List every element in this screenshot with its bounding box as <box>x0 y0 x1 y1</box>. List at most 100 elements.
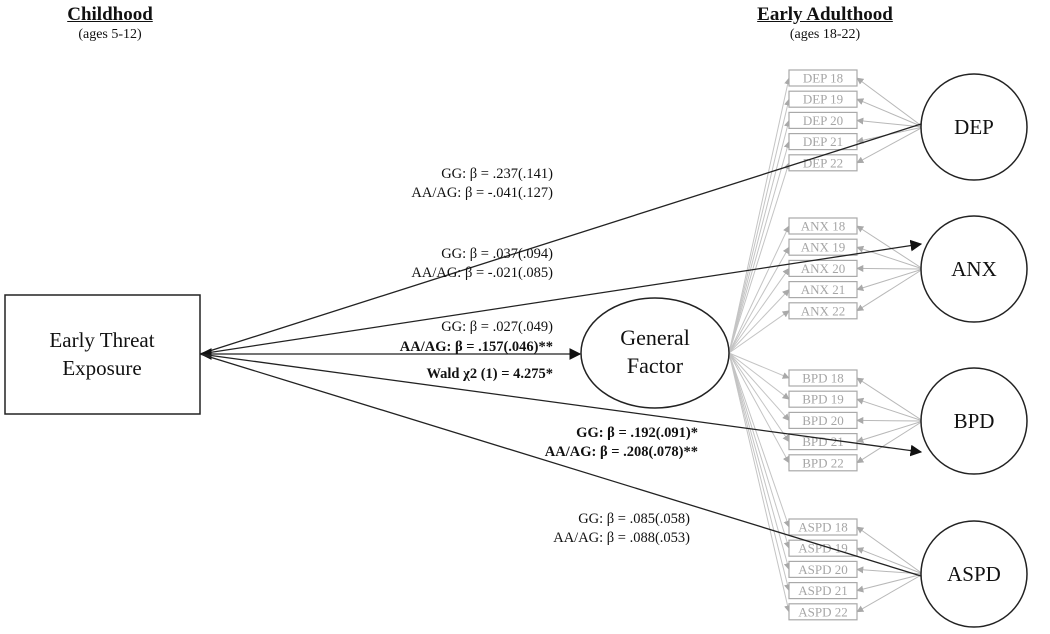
path-to-dep <box>199 123 922 355</box>
adulthood-subtitle: (ages 18-22) <box>789 27 861 42</box>
indicator-label: ANX 18 <box>801 219 845 234</box>
general-loading-dep-5 <box>728 162 791 354</box>
indicator-label: DEP 20 <box>803 113 843 128</box>
predictor-box <box>4 294 201 415</box>
general-loading-anx-2 <box>728 246 790 354</box>
dep-loading-3 <box>856 117 924 128</box>
indicator-box <box>788 603 858 621</box>
bpd-factor-label: BPD <box>954 409 995 433</box>
indicator-box <box>788 390 858 408</box>
general-loading-dep-2 <box>728 98 791 354</box>
specific-factor-loadings <box>856 77 924 613</box>
dep-factor-circle <box>920 73 1028 181</box>
indicator-box <box>788 133 858 151</box>
indicator-box <box>788 560 858 579</box>
aspd-loading-4 <box>856 573 924 593</box>
bpd-loading-1 <box>856 377 924 422</box>
childhood-title: Childhood <box>67 4 153 25</box>
indicator-label: DEP 19 <box>803 92 843 107</box>
general-loading-anx-3 <box>728 267 790 354</box>
anx-loading-4 <box>856 268 924 292</box>
general-loading-aspd-5 <box>728 352 791 613</box>
childhood-subtitle: (ages 5-12) <box>78 27 142 42</box>
general-wald-test: Wald χ2 (1) = 4.275* <box>426 366 553 382</box>
indicator-label: ANX 20 <box>801 261 845 276</box>
indicator-label: ANX 21 <box>801 282 845 297</box>
anx-loading-5 <box>856 268 924 312</box>
indicator-label: DEP 21 <box>803 134 843 149</box>
general-loading-bpd-2 <box>728 352 790 400</box>
indicator-box <box>788 238 858 256</box>
dep-gg-coef: GG: β = .237(.141) <box>441 166 553 182</box>
structural-paths <box>199 123 923 577</box>
general-factor-label-line2: Factor <box>627 353 684 378</box>
aspd-factor-circle <box>920 520 1028 628</box>
indicator-label: BPD 20 <box>802 413 844 428</box>
general-loading-aspd-1 <box>728 352 791 528</box>
indicator-box <box>788 454 858 472</box>
indicator-label: ASPD 19 <box>798 541 848 556</box>
indicator-label: ASPD 22 <box>798 604 848 619</box>
bpd-loading-4 <box>856 420 924 444</box>
aspd-factor-label: ASPD <box>947 562 1001 586</box>
general-loading-bpd-1 <box>728 352 790 379</box>
predictor-node: Early Threat Exposure <box>4 294 201 415</box>
general-loading-anx-4 <box>728 289 790 354</box>
indicator-label: ASPD 21 <box>798 583 848 598</box>
indicator-boxes: DEP 18 DEP 19 DEP 20 DEP 21 DEP 22 ANX 18 ANX … <box>788 69 858 621</box>
general-aa-coef: AA/AG: β = .157(.046)** <box>400 339 553 355</box>
indicator-box <box>788 581 858 600</box>
bpd-loading-3 <box>856 416 924 424</box>
general-loading-bpd-3 <box>728 352 790 421</box>
bpd-factor-circle <box>920 367 1028 475</box>
general-loading-aspd-4 <box>728 352 791 592</box>
indicator-label: DEP 22 <box>803 155 843 170</box>
general-loading-dep-4 <box>728 140 791 354</box>
path-to-aspd <box>199 353 922 577</box>
anx-aa-coef: AA/AG: β = -.021(.085) <box>411 265 553 281</box>
predictor-label-line1: Early Threat <box>49 328 154 352</box>
general-factor-ellipse <box>580 297 730 409</box>
anx-gg-coef: GG: β = .037(.094) <box>441 246 553 262</box>
general-loading-anx-1 <box>728 225 790 354</box>
indicator-label: BPD 19 <box>802 392 844 407</box>
indicator-box <box>788 411 858 429</box>
anx-loading-2 <box>856 245 924 270</box>
indicator-label: ASPD 20 <box>798 562 848 577</box>
dep-loading-5 <box>856 126 924 164</box>
aspd-loading-5 <box>856 573 924 613</box>
indicator-label: BPD 22 <box>802 455 844 470</box>
anx-factor-circle <box>920 215 1028 323</box>
bpd-loading-2 <box>856 397 924 422</box>
indicator-box <box>788 518 858 536</box>
indicator-label: BPD 18 <box>802 371 844 386</box>
aspd-gg-coef: GG: β = .085(.058) <box>578 511 690 527</box>
general-loading-anx-5 <box>728 310 790 354</box>
dep-factor-label: DEP <box>954 115 994 139</box>
general-factor-label-line1: General <box>620 325 690 350</box>
indicator-box <box>788 90 858 108</box>
indicator-label: DEP 18 <box>803 71 843 86</box>
indicator-box <box>788 539 858 557</box>
general-loading-dep-3 <box>728 119 791 354</box>
indicator-label: ANX 19 <box>801 240 845 255</box>
dep-loading-2 <box>856 98 924 128</box>
aspd-aa-coef: AA/AG: β = .088(.053) <box>553 530 690 546</box>
path-coefficients: GG: β = .237(.141) AA/AG: β = -.041(.127… <box>400 166 698 546</box>
indicator-box <box>788 217 858 235</box>
indicator-box <box>788 433 858 451</box>
bpd-loading-5 <box>856 420 924 464</box>
indicator-label: ASPD 18 <box>798 520 848 535</box>
indicator-box <box>788 259 858 277</box>
aspd-loading-1 <box>856 526 924 575</box>
path-to-anx <box>199 239 923 355</box>
anx-loading-1 <box>856 225 924 270</box>
indicator-box <box>788 281 858 299</box>
dep-aa-coef: AA/AG: β = -.041(.127) <box>411 185 553 201</box>
predictor-label-line2: Exposure <box>62 356 141 380</box>
anx-loading-3 <box>856 264 924 272</box>
general-factor-loadings <box>728 77 792 613</box>
